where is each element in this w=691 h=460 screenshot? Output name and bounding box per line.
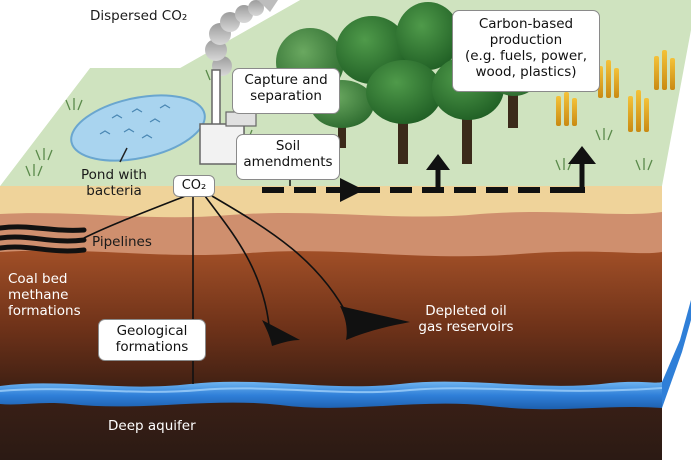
pipelines-label: Pipelines	[92, 234, 152, 250]
capture-separation-box: Capture and separation	[232, 68, 340, 114]
soil-amendments-box: Soil amendments	[236, 134, 340, 180]
depleted-line-2: gas reservoirs	[410, 319, 522, 335]
coal-line-3: formations	[8, 303, 81, 319]
dispersed-co2-label: Dispersed CO₂	[90, 8, 187, 24]
carbon-line-3: (e.g. fuels, power,	[459, 48, 593, 64]
co2-source-box: CO₂	[173, 175, 215, 197]
geo-line-2: formations	[105, 339, 199, 355]
carbon-line-4: wood, plastics)	[459, 64, 593, 80]
coal-bed-label: Coal bed methane formations	[8, 271, 81, 319]
capture-line-2: separation	[239, 88, 333, 104]
carbon-production-box: Carbon-based production (e.g. fuels, pow…	[452, 10, 600, 92]
carbon-line-1: Carbon-based	[459, 16, 593, 32]
soil-line-2: amendments	[243, 154, 333, 170]
coal-line-1: Coal bed	[8, 271, 81, 287]
soil-line-1: Soil	[243, 138, 333, 154]
depleted-line-1: Depleted oil	[410, 303, 522, 319]
depleted-reservoirs-label: Depleted oil gas reservoirs	[410, 303, 522, 335]
geo-line-1: Geological	[105, 323, 199, 339]
pond-line-2: bacteria	[74, 183, 154, 199]
capture-line-1: Capture and	[239, 72, 333, 88]
carbon-line-2: production	[459, 32, 593, 48]
deep-aquifer-label: Deep aquifer	[108, 418, 196, 434]
pond-line-1: Pond with	[74, 167, 154, 183]
co2-label: CO₂	[182, 178, 207, 193]
geological-formations-box: Geological formations	[98, 319, 206, 361]
coal-line-2: methane	[8, 287, 81, 303]
pond-label: Pond with bacteria	[74, 167, 154, 199]
